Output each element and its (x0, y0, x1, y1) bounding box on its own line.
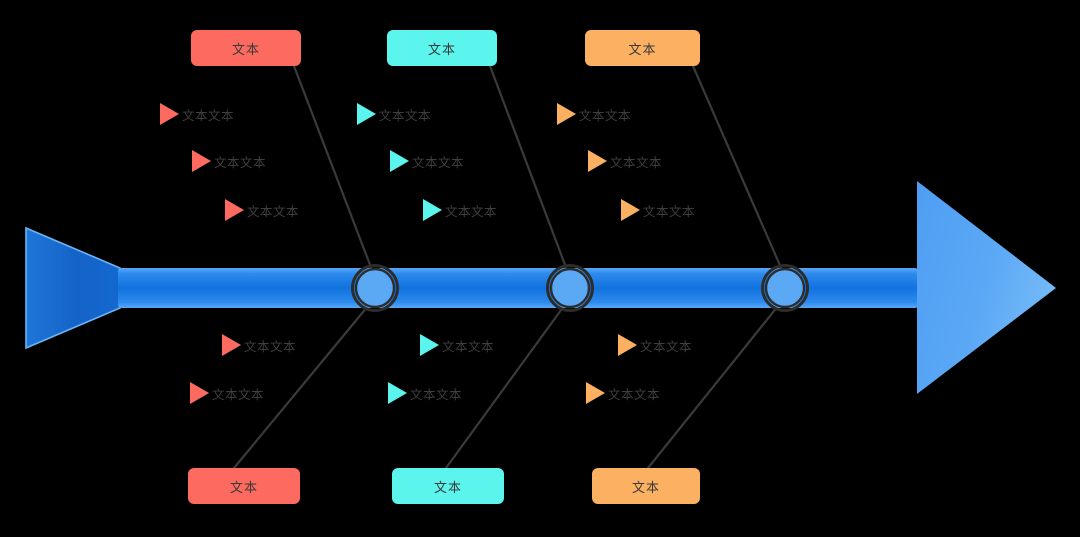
bone-item-bottom-cyan-2[interactable]: 文本文本 (388, 382, 462, 404)
category-box-bottom-orange[interactable]: 文本 (592, 468, 700, 504)
bone-item-label: 文本文本 (212, 387, 265, 402)
connector-line-top-red (292, 64, 374, 272)
bone-item-bottom-red-2[interactable]: 文本文本 (190, 382, 264, 404)
joint-1[interactable] (354, 267, 396, 309)
joint-2[interactable] (549, 267, 591, 309)
bone-arrow-icon (586, 382, 605, 404)
bone-item-label: 文本文本 (182, 108, 235, 123)
bone-item-top-red-2[interactable]: 文本文本 (192, 150, 266, 172)
spine-bar (118, 268, 918, 308)
bone-item-label: 文本文本 (247, 204, 300, 219)
joint-1-ring (351, 264, 399, 312)
bone-item-bottom-orange-2[interactable]: 文本文本 (586, 382, 660, 404)
bone-arrow-icon (160, 103, 179, 125)
connector-line-bottom-orange (646, 304, 780, 470)
bone-item-bottom-cyan-1[interactable]: 文本文本 (420, 334, 494, 356)
bone-item-bottom-orange-1[interactable]: 文本文本 (618, 334, 692, 356)
bone-item-label: 文本文本 (379, 108, 432, 123)
category-box-top-orange[interactable]: 文本 (585, 30, 700, 66)
bone-item-top-cyan-2[interactable]: 文本文本 (390, 150, 464, 172)
bone-arrow-icon (621, 199, 640, 221)
arrow-head-shape (917, 181, 1056, 394)
bone-arrow-icon (192, 150, 211, 172)
bone-arrow-icon (357, 103, 376, 125)
bone-item-label: 文本文本 (410, 387, 463, 402)
category-box-top-red[interactable]: 文本 (191, 30, 301, 66)
bone-arrow-icon (557, 103, 576, 125)
bone-item-label: 文本文本 (579, 108, 632, 123)
fish-tail-shape (25, 226, 121, 350)
bone-arrow-icon (225, 199, 244, 221)
bone-item-top-orange-1[interactable]: 文本文本 (557, 103, 631, 125)
bone-item-label: 文本文本 (643, 204, 696, 219)
bone-arrow-icon (588, 150, 607, 172)
connector-line-bottom-red (232, 304, 370, 470)
spine-joint-circles (351, 264, 809, 312)
connector-line-bottom-cyan (444, 304, 566, 470)
bone-item-label: 文本文本 (442, 339, 495, 354)
joint-2-ring (546, 264, 594, 312)
bone-arrow-icon (190, 382, 209, 404)
connector-line-top-orange (691, 64, 784, 272)
bone-item-label: 文本文本 (608, 387, 661, 402)
bone-arrow-icon (423, 199, 442, 221)
bone-item-top-cyan-1[interactable]: 文本文本 (357, 103, 431, 125)
category-box-bottom-cyan[interactable]: 文本 (392, 468, 504, 504)
bone-item-label: 文本文本 (214, 155, 267, 170)
bone-arrow-icon (390, 150, 409, 172)
bone-item-label: 文本文本 (412, 155, 465, 170)
category-box-top-cyan[interactable]: 文本 (387, 30, 497, 66)
bone-item-top-red-3[interactable]: 文本文本 (225, 199, 299, 221)
bone-item-top-orange-2[interactable]: 文本文本 (588, 150, 662, 172)
connector-line-top-cyan (488, 64, 569, 272)
branch-connector-lines (232, 64, 784, 470)
bone-item-label: 文本文本 (445, 204, 498, 219)
bone-item-bottom-red-1[interactable]: 文本文本 (222, 334, 296, 356)
joint-3[interactable] (764, 267, 806, 309)
bone-item-label: 文本文本 (244, 339, 297, 354)
bone-item-top-orange-3[interactable]: 文本文本 (621, 199, 695, 221)
bone-arrow-icon (618, 334, 637, 356)
category-box-bottom-red[interactable]: 文本 (188, 468, 300, 504)
joint-3-ring (761, 264, 809, 312)
bone-item-top-red-1[interactable]: 文本文本 (160, 103, 234, 125)
bone-arrow-icon (388, 382, 407, 404)
bone-item-label: 文本文本 (610, 155, 663, 170)
spine-group (25, 181, 1056, 394)
bone-item-top-cyan-3[interactable]: 文本文本 (423, 199, 497, 221)
bone-arrow-icon (222, 334, 241, 356)
bone-arrow-icon (420, 334, 439, 356)
bone-item-label: 文本文本 (640, 339, 693, 354)
